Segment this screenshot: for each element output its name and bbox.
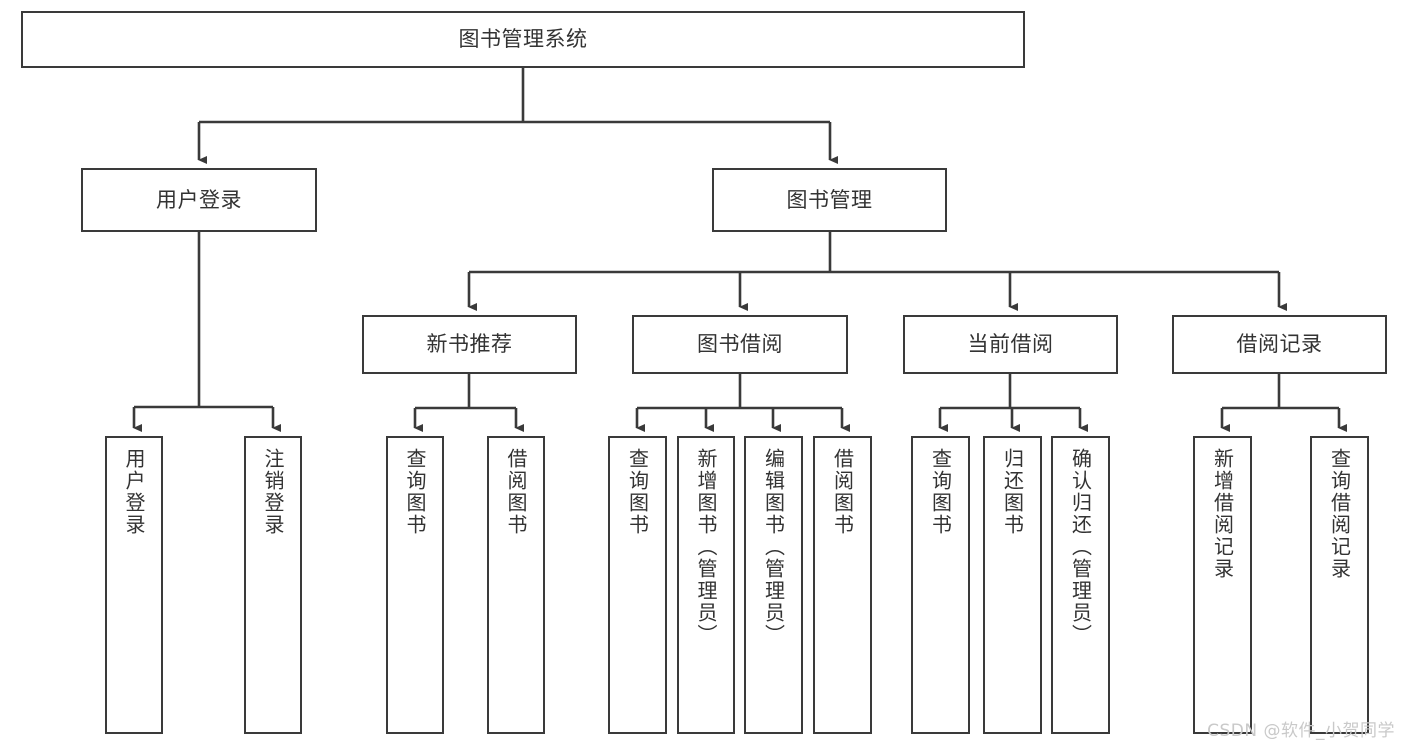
node-leaf-add-book-admin[interactable]: 新增图书（管理员） [677,436,735,734]
node-leaf-query-book-1[interactable]: 查询图书 [386,436,444,734]
node-leaf-query-book-3[interactable]: 查询图书 [911,436,970,734]
node-leaf-edit-book-admin[interactable]: 编辑图书（管理员） [744,436,803,734]
watermark-text: CSDN @软件_小贺同学 [1207,721,1395,741]
node-leaf-borrow-book-1-label: 借阅图书 [504,448,528,536]
node-leaf-query-book-1-label: 查询图书 [403,448,427,536]
node-borrow-record[interactable]: 借阅记录 [1172,315,1387,374]
node-root[interactable]: 图书管理系统 [21,11,1025,68]
node-leaf-query-book-3-label: 查询图书 [928,448,953,536]
node-leaf-return-book-label: 归还图书 [1000,448,1025,536]
node-leaf-edit-book-admin-label: 编辑图书（管理员） [761,448,786,646]
node-leaf-borrow-book-2[interactable]: 借阅图书 [813,436,872,734]
node-leaf-query-borrow-record[interactable]: 查询借阅记录 [1310,436,1369,734]
node-borrow-record-label: 借阅记录 [1236,332,1323,357]
node-book-manage[interactable]: 图书管理 [712,168,947,232]
node-leaf-confirm-return-admin-label: 确认归还（管理员） [1068,448,1093,646]
node-book-borrow-label: 图书借阅 [697,332,783,357]
node-new-book-recommend[interactable]: 新书推荐 [362,315,577,374]
node-root-label: 图书管理系统 [458,27,588,52]
node-leaf-borrow-book-2-label: 借阅图书 [830,448,855,536]
node-current-borrow[interactable]: 当前借阅 [903,315,1118,374]
node-book-borrow[interactable]: 图书借阅 [632,315,848,374]
node-leaf-query-book-2[interactable]: 查询图书 [608,436,667,734]
node-leaf-user-login-label: 用户登录 [122,448,146,536]
node-user-login[interactable]: 用户登录 [81,168,317,232]
node-leaf-user-login[interactable]: 用户登录 [105,436,163,734]
node-new-book-recommend-label: 新书推荐 [426,332,513,357]
node-leaf-query-book-2-label: 查询图书 [625,448,650,536]
node-user-login-label: 用户登录 [156,187,242,212]
node-leaf-user-logout-label: 注销登录 [261,448,285,536]
node-leaf-add-borrow-record-label: 新增借阅记录 [1210,448,1235,580]
node-leaf-add-book-admin-label: 新增图书（管理员） [694,448,718,646]
node-leaf-user-logout[interactable]: 注销登录 [244,436,302,734]
node-leaf-confirm-return-admin[interactable]: 确认归还（管理员） [1051,436,1110,734]
node-current-borrow-label: 当前借阅 [967,332,1054,357]
node-leaf-add-borrow-record[interactable]: 新增借阅记录 [1193,436,1252,734]
node-leaf-borrow-book-1[interactable]: 借阅图书 [487,436,545,734]
node-leaf-return-book[interactable]: 归还图书 [983,436,1042,734]
node-book-manage-label: 图书管理 [786,187,873,212]
node-leaf-query-borrow-record-label: 查询借阅记录 [1327,448,1352,580]
